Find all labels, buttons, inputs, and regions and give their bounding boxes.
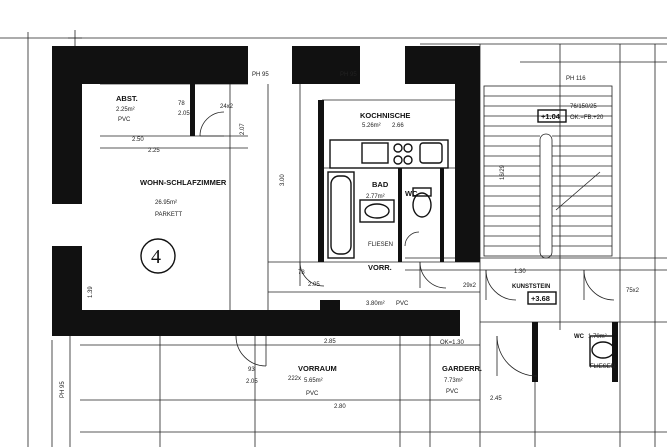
floor-vorr: PVC	[396, 301, 409, 307]
wall-top-right	[405, 46, 480, 84]
wall-wc-right	[440, 168, 444, 262]
dim-245: 2.45	[490, 396, 502, 402]
label-abst: ABST.	[116, 94, 138, 103]
room-number-circle	[140, 238, 176, 274]
wall-mid-stub	[320, 300, 340, 312]
dim-ok130: OK=1.30	[440, 340, 465, 346]
dim-29x2: 29x2	[463, 283, 477, 289]
area-vorraum: 5.65m²	[304, 378, 323, 384]
wall-abst-right	[190, 84, 195, 136]
dim-ph95-top: PH 95	[252, 72, 269, 78]
floor-vorraum: PVC	[306, 391, 319, 397]
dim-24x2: 24x2	[220, 104, 234, 110]
label-wohn: WOHN-SCHLAFZIMMER	[140, 178, 227, 187]
dim-78: 78	[178, 101, 185, 107]
label-vorraum: VORRAUM	[298, 364, 337, 373]
height-kochnische: 2.66	[392, 123, 404, 129]
dim-93: 93	[248, 367, 255, 373]
wall-top-mid	[292, 46, 360, 84]
dim-225: 2.25	[148, 148, 160, 154]
stair-steps: 16/29	[500, 164, 506, 180]
area-bad: 2.77m²	[366, 194, 385, 200]
label-wc: WC	[405, 189, 418, 198]
floor-wohn: PARKETT	[155, 212, 183, 218]
area-vorr: 3.80m²	[366, 301, 385, 307]
area-kochnische: 5.26m²	[362, 123, 381, 129]
stair-level-box	[537, 109, 567, 123]
dim-ph95-left: PH 95	[60, 381, 66, 398]
stair-labels: PH 116 +1.04 76/150/25 OK.=FB.+20 16/29	[500, 76, 604, 180]
door-swings	[199, 111, 615, 377]
kitchen-fixtures	[329, 139, 449, 169]
label-garderr: GARDERR.	[442, 364, 482, 373]
dim-ph95-mid: PH 95	[340, 72, 357, 78]
label-kunststein: KUNSTSTEIN	[512, 284, 550, 290]
dim-250: 2.50	[132, 137, 144, 143]
dim-130: 1.30	[514, 269, 526, 275]
area-wc2: 1.70m²	[588, 334, 607, 340]
floor-bad: FLIESEN	[368, 242, 393, 248]
wall-left-upper	[52, 84, 82, 204]
stair-note: OK.=FB.+20	[570, 115, 604, 121]
dim-222x: 222x	[288, 376, 301, 382]
label-wc2: WC	[574, 334, 585, 340]
dimension-labels: PH 95 2.50 2.25 2.07 1.39 3.00 2.05 78 2…	[60, 72, 640, 410]
floor-wc2: FLIESEN	[590, 364, 615, 370]
stair-code: 76/150/25	[570, 104, 597, 110]
dim-300: 3.00	[280, 174, 286, 186]
dim-280: 2.80	[334, 404, 346, 410]
wall-right	[455, 84, 480, 262]
stair-ph: PH 116	[566, 76, 586, 82]
room-number: 4	[151, 246, 161, 268]
wall-bad-right	[398, 168, 402, 262]
room-labels: ABST. 2.25m² PVC KOCHNISCHE 5.26m² 2.66 …	[116, 94, 615, 397]
level-box-kunststein	[527, 291, 557, 305]
area-abst: 2.25m²	[116, 107, 135, 113]
wall-kitchen-left	[318, 100, 324, 262]
dim-78b: 78	[298, 270, 305, 276]
bathroom-fixtures	[327, 171, 617, 367]
area-garderr: 7.73m²	[444, 378, 463, 384]
level-kunststein: +3.68	[531, 294, 550, 303]
floor-abst: PVC	[118, 117, 131, 123]
label-vorr: VORR.	[368, 263, 392, 272]
floor-garderr: PVC	[446, 389, 459, 395]
stair	[483, 85, 613, 259]
area-wohn: 26.95m²	[155, 200, 177, 206]
dim-285: 2.85	[324, 339, 336, 345]
dim-139: 1.39	[88, 286, 94, 298]
wall-right-lower-a	[532, 322, 538, 382]
dim-205c: 2.05	[308, 282, 320, 288]
label-bad: BAD	[372, 180, 389, 189]
walls	[52, 46, 618, 382]
label-kochnische: KOCHNISCHE	[360, 111, 410, 120]
dim-207: 2.07	[240, 123, 246, 135]
dim-75x2: 75x2	[626, 288, 640, 294]
wall-bottom	[52, 310, 460, 336]
construction-lines	[0, 30, 667, 447]
stair-level: +1.04	[541, 112, 561, 121]
wall-right-lower-b	[612, 322, 618, 382]
dim-205: 2.05	[178, 111, 190, 117]
wall-top-left	[52, 46, 248, 84]
dim-205b: 2.05	[246, 379, 258, 385]
